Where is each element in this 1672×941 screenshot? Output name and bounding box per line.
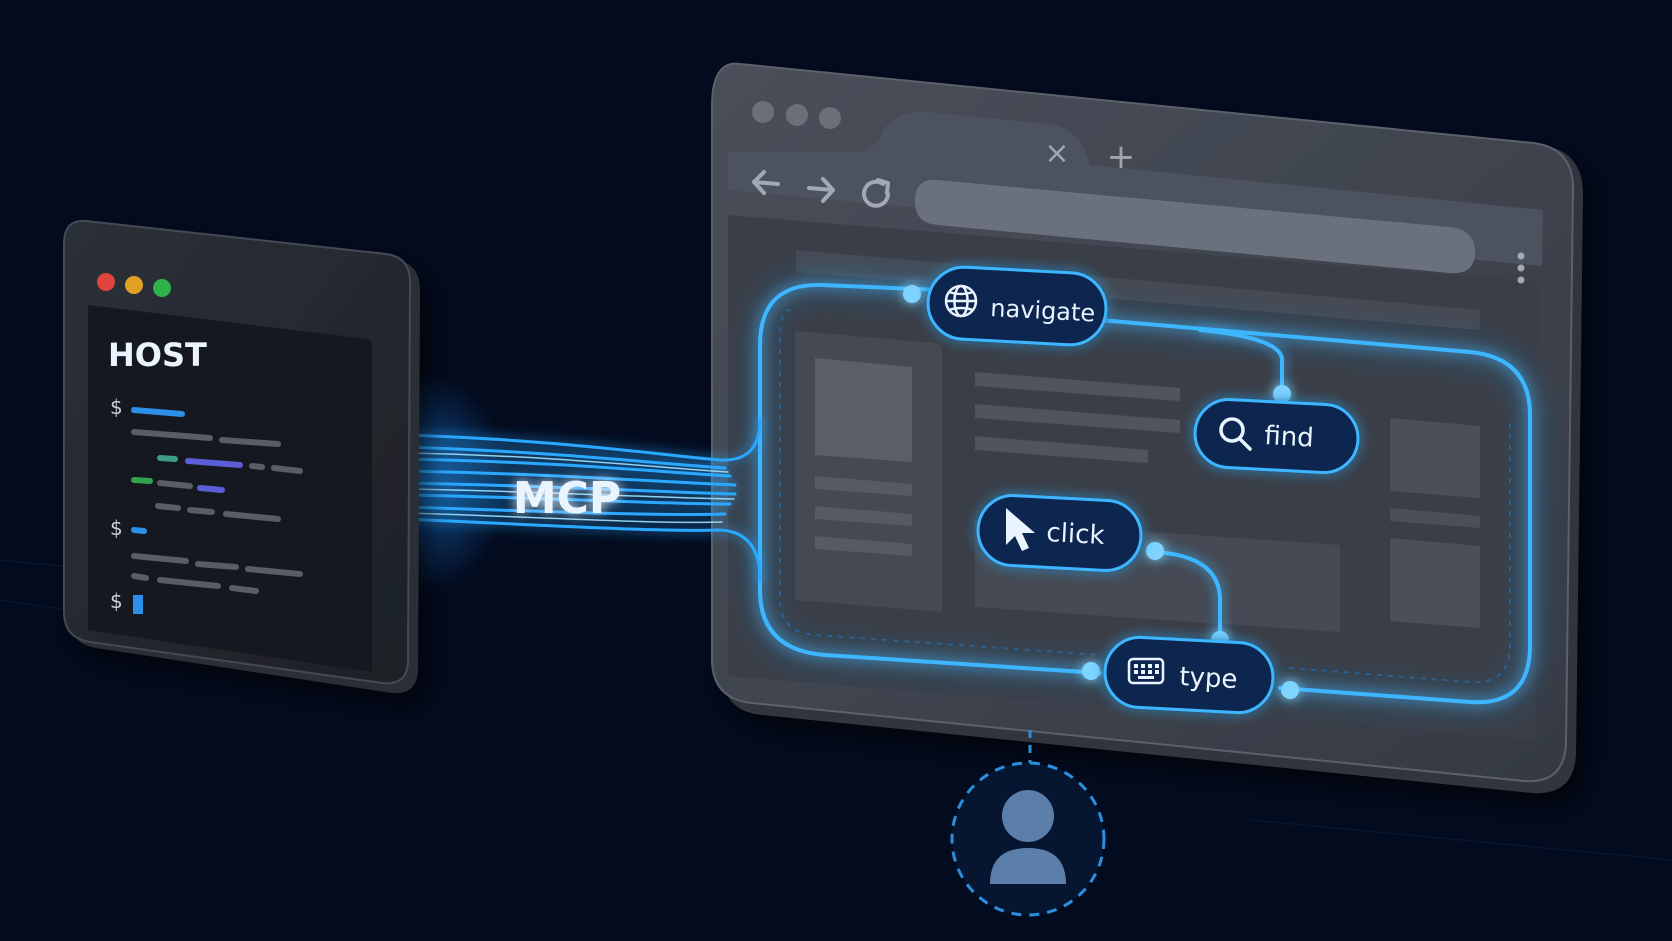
mcp-label: MCP [513,473,621,524]
tool-loop [753,277,1537,710]
kebab-menu-icon[interactable] [1517,252,1525,284]
tool-label-type: type [1179,662,1239,695]
tool-type[interactable] [1103,635,1275,715]
globe-icon [944,284,978,318]
tab-close-icon[interactable]: × [1044,136,1069,171]
host-window-dots [97,273,171,297]
prompt-symbol: $ [110,589,123,613]
terminal-output: $ $ $ [110,395,303,613]
tool-find[interactable] [1193,398,1360,475]
tool-label-navigate: navigate [990,294,1096,327]
tool-click[interactable] [976,494,1143,572]
forward-arrow-icon[interactable] [807,177,835,203]
user-icon [950,761,1106,917]
keyboard-icon [1127,657,1165,685]
search-icon [1219,417,1252,451]
page-skeleton [795,250,1480,632]
back-arrow-icon[interactable] [752,170,780,195]
tool-label-click: click [1046,518,1106,551]
browser-window-dots [752,101,841,129]
prompt-symbol: $ [110,395,123,419]
address-bar[interactable] [915,179,1475,274]
host-title: HOST [108,336,207,374]
prompt-symbol: $ [110,516,123,540]
tool-label-find: find [1264,421,1315,454]
cursor-icon [1006,508,1035,551]
tool-navigate[interactable] [926,265,1108,347]
new-tab-icon[interactable]: + [1107,137,1136,177]
reload-icon[interactable] [862,178,890,208]
terminal-cursor [133,595,143,614]
